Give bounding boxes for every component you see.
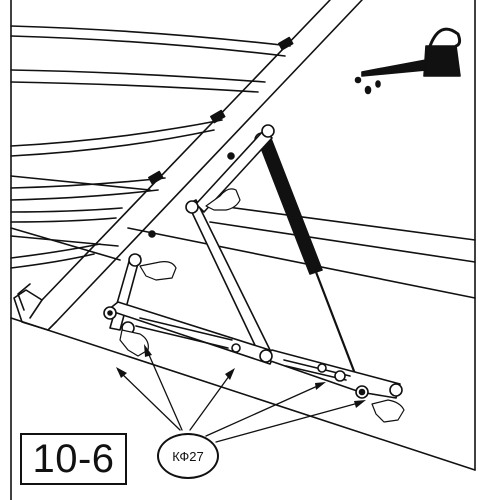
bed-slats <box>10 25 291 269</box>
bed-frame-rail <box>13 0 363 331</box>
callout-arrowheads <box>116 344 366 408</box>
bed-base-frame <box>10 205 476 471</box>
step-number-box: 10-6 <box>20 433 127 485</box>
callout-leaders <box>117 347 363 443</box>
hand-pointer-icon <box>119 188 405 423</box>
oil-can-icon <box>354 27 462 95</box>
lift-mechanism <box>107 129 401 399</box>
step-number: 10-6 <box>32 437 115 481</box>
part-label: КФ27 <box>172 448 204 464</box>
part-callout: КФ27 <box>157 433 219 479</box>
